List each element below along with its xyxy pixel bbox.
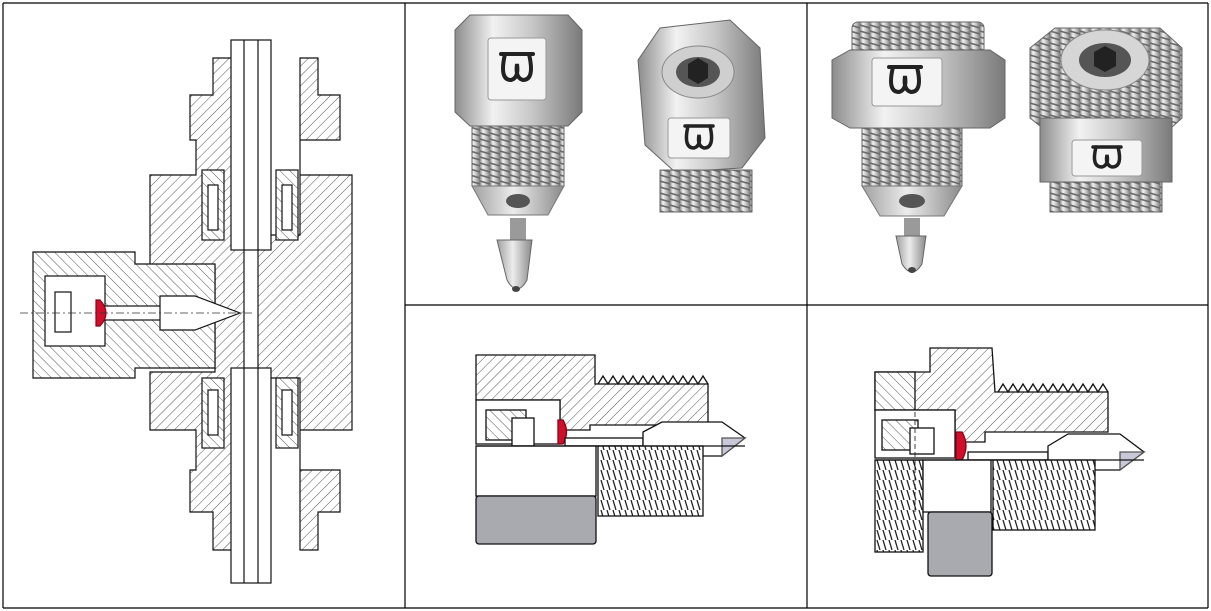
- ws-logo-icon: [683, 124, 715, 150]
- female-nut-shaded: [475, 495, 597, 545]
- tee-top-tube: [230, 39, 272, 251]
- female-lower-thread: [597, 445, 704, 517]
- photo-nipple-male-hex: [1029, 27, 1183, 213]
- ws-logo-icon: [1091, 145, 1123, 169]
- nipple-female-photos: [454, 14, 766, 292]
- tee-bore: [243, 239, 259, 376]
- tee-assembly-section: [20, 39, 353, 584]
- male-lower-thread: [992, 459, 1096, 531]
- male-seal: [955, 431, 967, 461]
- nipple-male-photos: [831, 21, 1183, 273]
- female-nut-outline: [475, 445, 597, 497]
- nipple-female-section: [475, 354, 747, 545]
- photo-nipple-female-hex: [637, 19, 766, 213]
- male-nut-shaded: [927, 511, 993, 577]
- ws-logo-icon: [887, 65, 923, 95]
- ws-logo-icon: [499, 52, 535, 83]
- male-left-thread: [874, 459, 924, 553]
- hex-socket-icon: [688, 58, 708, 84]
- female-top-thread: [597, 374, 709, 386]
- male-top-thread: [997, 382, 1109, 394]
- tee-bottom-tube: [230, 367, 272, 584]
- photo-nipple-female-side: [454, 14, 583, 292]
- male-nut-outline: [922, 459, 992, 513]
- nipple-male-section: [874, 347, 1146, 577]
- hex-socket-icon: [1094, 46, 1116, 72]
- photo-nipple-male-side: [831, 21, 1006, 273]
